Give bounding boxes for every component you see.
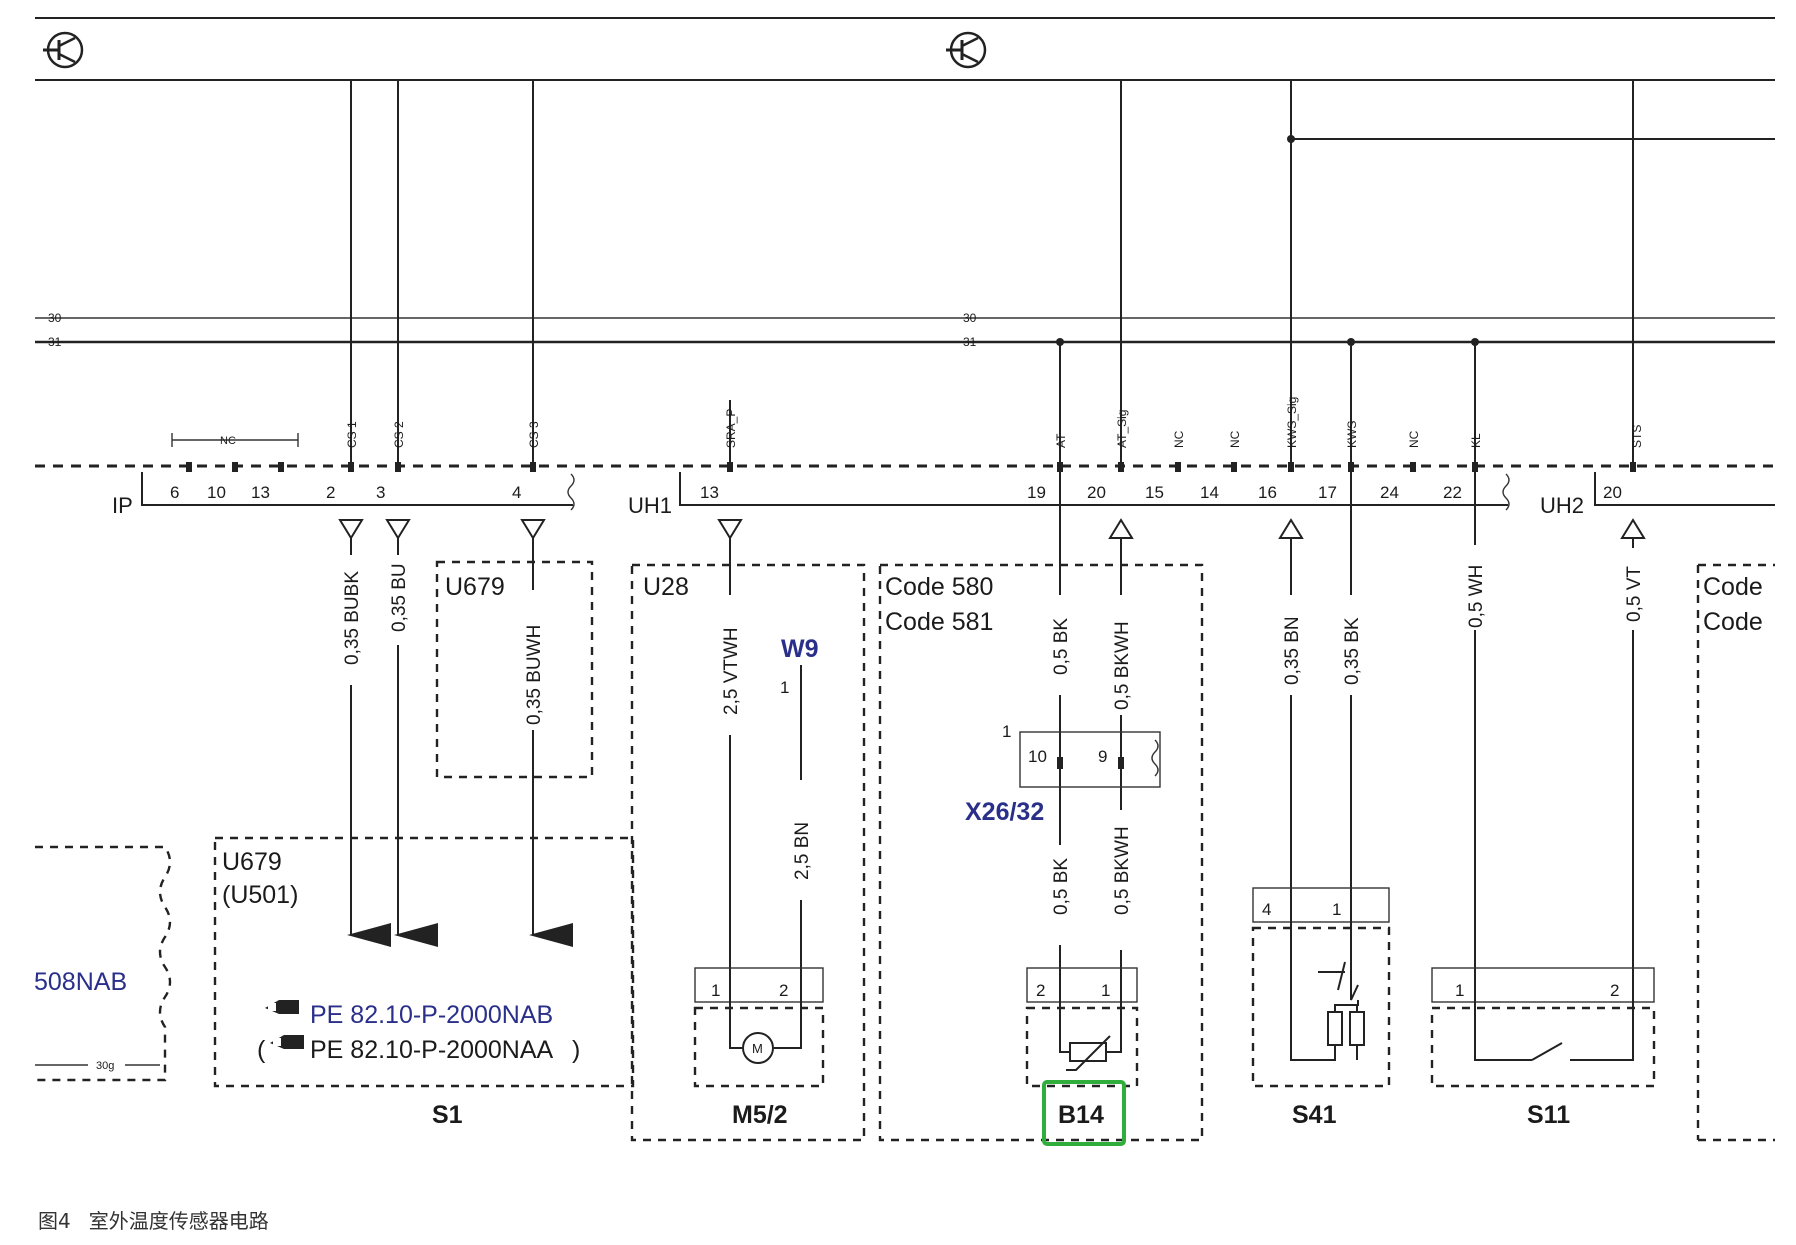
- uh2-signal-sts: STS: [1630, 425, 1644, 448]
- wire-label-0-5-bkwh-lower: 0,5 BKWH: [1112, 826, 1133, 915]
- reference-pointer-icon: [270, 1035, 304, 1049]
- ground-icon: [946, 31, 987, 69]
- m52-pin-1: 1: [711, 981, 720, 1000]
- b14-highlight: [1042, 1080, 1126, 1146]
- x26-pin-9: 9: [1098, 747, 1107, 766]
- wire-label-0-35-bubk: 0,35 BUBK: [342, 571, 363, 665]
- x26-pin-10: 10: [1028, 747, 1047, 766]
- uh1-pin-17: 17: [1318, 483, 1337, 502]
- bus-30-mid-label: 30: [963, 311, 977, 325]
- uh1-pin-14: 14: [1200, 483, 1219, 502]
- u679-top-label: U679: [445, 573, 505, 601]
- ip-signal-cs2: CS 2: [392, 421, 406, 448]
- wire-label-0-5-bkwh-upper: 0,5 BKWH: [1112, 621, 1133, 710]
- uh1-signal-kws: KWS: [1345, 421, 1359, 448]
- uh2-connector-label: UH2: [1540, 493, 1584, 518]
- uh1-connector-label: UH1: [628, 493, 672, 518]
- ip-signal-cs1: CS 1: [345, 421, 359, 448]
- switch-icon: [1474, 985, 1634, 1061]
- b14-pin-1: 1: [1101, 981, 1110, 1000]
- bus-31-mid-label: 31: [963, 335, 977, 349]
- uh1-signal-at: AT: [1054, 433, 1068, 448]
- s11-pin-2: 2: [1610, 981, 1619, 1000]
- left-module-label: 508NAB: [34, 968, 127, 996]
- uh1-signal-nc2: NC: [1228, 430, 1242, 448]
- s41-label: S41: [1292, 1101, 1337, 1129]
- uh1-signal-nc3: NC: [1407, 430, 1421, 448]
- uh1-signal-kws-sig: KWS_Sig: [1285, 397, 1299, 448]
- svg-text:(: (: [257, 1036, 266, 1064]
- b14-pin-2: 2: [1036, 981, 1045, 1000]
- ip-nc-label: NC: [220, 435, 236, 447]
- bus-31-label: 31: [48, 335, 62, 349]
- figure-caption: 图4 室外温度传感器电路: [38, 1205, 287, 1234]
- u679-box-label: U679: [222, 848, 282, 876]
- thermistor-icon: [1066, 1035, 1111, 1071]
- ip-pin-6: 6: [170, 483, 179, 502]
- ip-pin-3: 3: [376, 483, 385, 502]
- code-580-label: Code 580: [885, 573, 993, 601]
- wire-label-0-35-bu: 0,35 BU: [389, 563, 410, 632]
- left-small-label: 30g: [96, 1060, 114, 1072]
- ip-pin-4: 4: [512, 483, 521, 502]
- uh1-pin-15: 15: [1145, 483, 1164, 502]
- s41-pin-4: 4: [1262, 900, 1271, 919]
- u28-label: U28: [643, 573, 689, 601]
- wire-label-2-5-bn: 2,5 BN: [792, 822, 813, 880]
- code-right-label-1: Code: [1703, 573, 1763, 601]
- motor-icon: M: [742, 1032, 774, 1064]
- uh1-pin-24: 24: [1380, 483, 1399, 502]
- uh1-signal-sra: SRA_P: [724, 409, 738, 448]
- wire-label-0-5-wh: 0,5 WH: [1466, 565, 1487, 628]
- uh1-pin-20: 20: [1087, 483, 1106, 502]
- w9-pin-label: 1: [780, 678, 789, 697]
- figure-title: 室外温度传感器电路: [88, 1209, 269, 1233]
- wire-label-0-35-bn: 0,35 BN: [1282, 616, 1303, 685]
- svg-text:): ): [572, 1036, 580, 1064]
- u501-label: (U501): [222, 881, 298, 909]
- wire-label-0-35-bk: 0,35 BK: [1342, 617, 1363, 685]
- ip-connector-label: IP: [112, 493, 133, 518]
- x26-pin-1: 1: [1002, 722, 1011, 741]
- wire-label-0-35-buwh: 0,35 BUWH: [524, 625, 545, 725]
- ref-pe-nab[interactable]: PE 82.10-P-2000NAB: [310, 1001, 553, 1029]
- uh1-pin-13: 13: [700, 483, 719, 502]
- m52-label: M5/2: [732, 1101, 788, 1129]
- ref-pe-naa[interactable]: PE 82.10-P-2000NAA: [310, 1036, 554, 1064]
- ground-icon: [43, 31, 84, 69]
- wire-label-0-5-bk-lower: 0,5 BK: [1051, 858, 1072, 915]
- m52-pin-2: 2: [779, 981, 788, 1000]
- b14-label[interactable]: B14: [1058, 1101, 1104, 1129]
- ip-pin-10: 10: [207, 483, 226, 502]
- uh1-pin-19: 19: [1027, 483, 1046, 502]
- uh1-pin-16: 16: [1258, 483, 1277, 502]
- uh1-pin-22: 22: [1443, 483, 1462, 502]
- uh2-pin-20: 20: [1603, 483, 1622, 502]
- w9-label: W9: [781, 635, 819, 663]
- wire-label-0-5-vt: 0,5 VT: [1624, 566, 1645, 622]
- uh1-signal-nc1: NC: [1172, 430, 1186, 448]
- ip-pin-13: 13: [251, 483, 270, 502]
- s11-pin-1: 1: [1455, 981, 1464, 1000]
- reference-pointer-icon: [265, 1000, 299, 1014]
- s41-pin-1: 1: [1332, 900, 1341, 919]
- switch-icon: [1290, 905, 1365, 1061]
- x26-32-label: X26/32: [965, 798, 1044, 826]
- s11-label: S11: [1527, 1101, 1570, 1129]
- code-right-label-2: Code: [1703, 608, 1763, 636]
- bus-30-label: 30: [48, 311, 62, 325]
- figure-number: 图4: [38, 1209, 71, 1233]
- uh1-signal-kl: KL: [1469, 433, 1483, 448]
- wire-label-0-5-bk-upper: 0,5 BK: [1051, 618, 1072, 675]
- code-581-label: Code 581: [885, 608, 993, 636]
- ip-pin-2: 2: [326, 483, 335, 502]
- motor-symbol: M: [752, 1041, 763, 1056]
- ip-signal-cs3: CS 3: [527, 421, 541, 448]
- uh1-signal-at-sig: AT_Sig: [1115, 410, 1129, 448]
- wire-label-2-5-vtwh: 2,5 VTWH: [721, 627, 742, 715]
- s1-label: S1: [432, 1101, 463, 1129]
